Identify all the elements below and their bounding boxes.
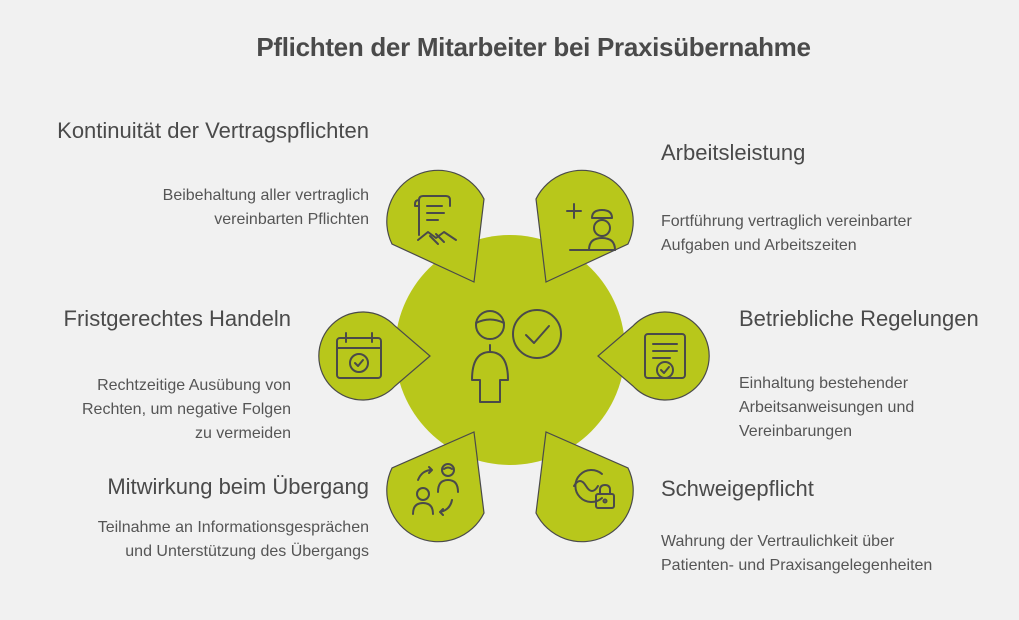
heading-confidentiality: Schweigepflicht [661,476,814,501]
petal-regulations [597,311,710,401]
heading-work: Arbeitsleistung [661,140,806,165]
people-exchange-icon [412,463,459,516]
desc-transition: Teilnahme an Informationsgesprächen und … [97,519,369,560]
heading-regulations: Betriebliche Regelungen [739,306,979,331]
employee-check-icon [471,309,562,403]
petal-deadline [318,311,431,401]
petal-work [535,169,634,283]
calendar-check-icon [336,332,382,379]
document-check-icon [644,333,686,379]
contract-handshake-icon [414,195,457,245]
petal-confidentiality [535,431,634,543]
heading-transition: Mitwirkung beim Übergang [107,474,369,499]
lock-confidential-icon [573,469,615,509]
petal-contract [386,169,485,283]
heading-contract: Kontinuität der Vertragspflichten [57,118,369,143]
desc-deadline: Rechtzeitige Ausübung von Rechten, um ne… [81,377,291,442]
page-title: Pflichten der Mitarbeiter bei Praxisüber… [256,32,811,62]
petal-transition [386,431,485,543]
desc-work: Fortführung vertraglich vereinbarter Auf… [661,213,912,254]
nurse-medical-icon [566,203,616,251]
center-circle [395,235,625,465]
desc-confidentiality: Wahrung der Vertraulichkeit über Patient… [661,533,933,574]
desc-regulations: Einhaltung bestehender Arbeitsanweisunge… [739,375,915,440]
desc-contract: Beibehaltung aller vertraglich vereinbar… [162,187,369,228]
heading-deadline: Fristgerechtes Handeln [63,306,291,331]
